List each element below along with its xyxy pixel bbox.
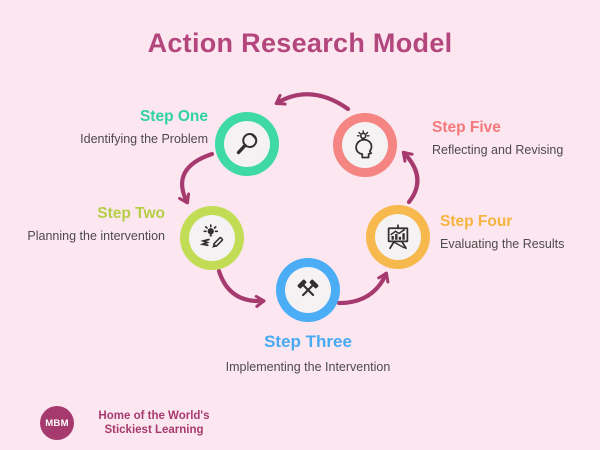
crossed-hammers-icon [297, 279, 319, 297]
step-five-circle [333, 113, 397, 177]
step-five-label: Step Five [432, 119, 501, 136]
step-five-text: Step Five Reflecting and Revising [432, 119, 600, 158]
arrow-step2-to-step3 [216, 268, 266, 308]
step-three-description: Implementing the Intervention [225, 360, 391, 374]
mbm-logo: MBM [40, 406, 74, 440]
step-four-icon-badge [375, 214, 421, 260]
presentation-chart-icon [387, 224, 409, 250]
step-five-description: Reflecting and Revising [432, 143, 564, 157]
step-five-icon-badge [342, 122, 388, 168]
step-one-circle [215, 112, 279, 176]
step-three-text: Step Three Implementing the Intervention [196, 333, 420, 375]
step-four-circle [366, 205, 430, 269]
arrow-step4-to-step5 [401, 150, 420, 205]
lightbulb-pencil-icon [199, 224, 224, 248]
step-three-icon-badge [285, 267, 331, 313]
arrow-step1-to-step2 [178, 151, 215, 205]
step-one-label: Step One [139, 108, 208, 125]
step-two-circle [180, 206, 244, 270]
step-two-icon-badge [189, 215, 235, 261]
brand-tagline: Home of the World's Stickiest Learning [80, 409, 228, 438]
step-one-text: Step One Identifying the Problem [40, 108, 208, 147]
page-title: Action Research Model [147, 28, 453, 58]
step-one-icon-badge [224, 121, 270, 167]
brand-tagline-line2: Stickiest Learning [104, 424, 204, 436]
arrow-step3-to-step4 [336, 271, 390, 306]
arrow-step5-to-step1 [274, 92, 351, 112]
step-four-text: Step Four Evaluating the Results [440, 213, 600, 252]
step-three-circle [276, 258, 340, 322]
step-two-description: Planning the intervention [27, 229, 165, 243]
step-four-label: Step Four [440, 213, 513, 230]
brand-footer: MBM Home of the World's Stickiest Learni… [40, 406, 228, 440]
step-one-description: Identifying the Problem [80, 132, 208, 146]
brand-tagline-line1: Home of the World's [98, 409, 210, 422]
magnifier-icon [236, 133, 258, 155]
step-three-label: Step Three [264, 332, 352, 351]
step-two-label: Step Two [97, 205, 165, 222]
step-four-description: Evaluating the Results [440, 237, 565, 251]
step-two-text: Step Two Planning the intervention [10, 205, 165, 244]
head-lightbulb-icon [355, 130, 373, 159]
